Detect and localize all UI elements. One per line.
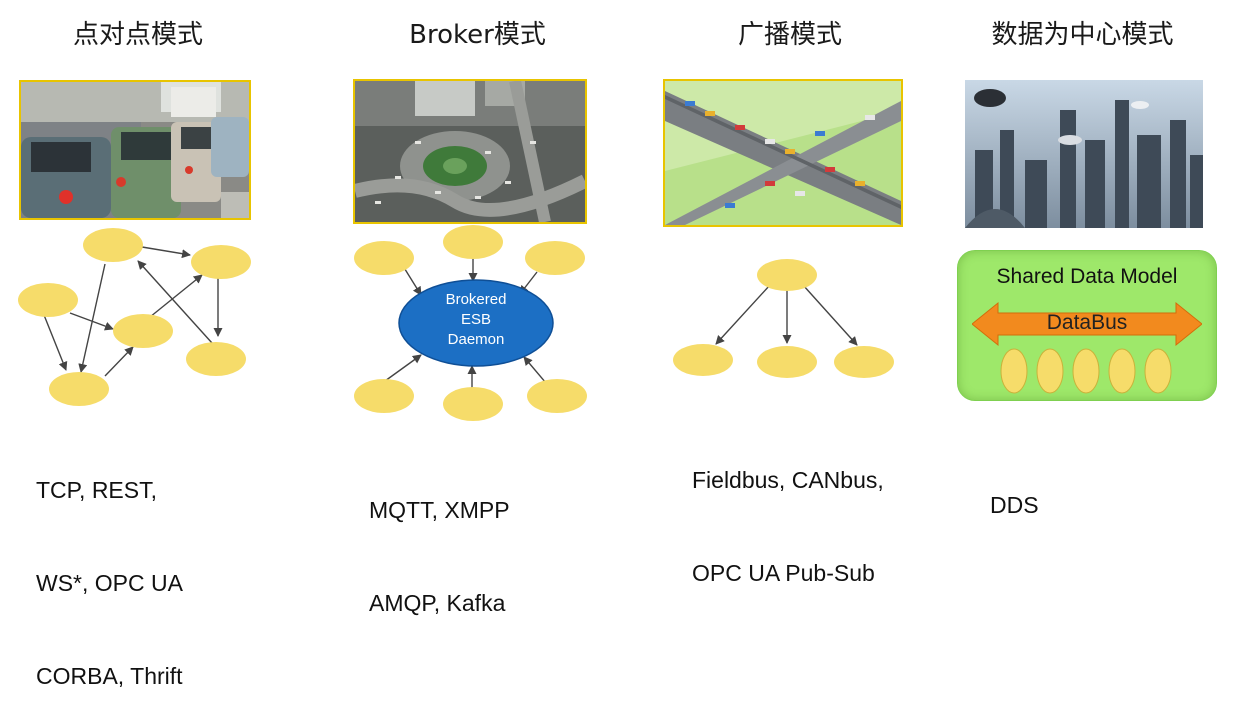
broker-hub-label: Brokered ESB Daemon <box>445 291 507 348</box>
dds-node <box>1000 348 1028 394</box>
broker-node <box>354 241 414 275</box>
title-p2p: 点对点模式 <box>72 20 203 50</box>
p2p-node <box>83 228 143 262</box>
p2p-node <box>186 342 246 376</box>
broadcast-node <box>834 346 894 378</box>
p2p-nodes <box>18 228 251 406</box>
broker-node <box>527 379 587 413</box>
dds-node <box>1036 348 1064 394</box>
broadcast-edges <box>715 284 858 346</box>
diagrams-canvas <box>18 225 894 421</box>
broker-node <box>354 379 414 413</box>
broker-node <box>443 387 503 421</box>
p2p-protocols: TCP, REST, WS*, OPC UA CORBA, Thrift <box>36 477 183 689</box>
databus-arrow <box>972 301 1202 347</box>
p2p-node <box>18 283 78 317</box>
photo-traffic-jam <box>19 80 251 220</box>
photo-roundabout <box>353 79 587 224</box>
broker-node <box>443 225 503 259</box>
databus-label: DataBus <box>1046 311 1128 334</box>
title-broadcast: 广播模式 <box>737 20 842 50</box>
broker-node <box>525 241 585 275</box>
dds-participants <box>1000 348 1172 394</box>
broker-nodes <box>354 225 587 421</box>
broadcast-nodes <box>673 259 894 378</box>
photo-future-city <box>965 80 1203 228</box>
dds-node <box>1072 348 1100 394</box>
title-data-centric: 数据为中心模式 <box>991 20 1174 50</box>
p2p-node <box>113 314 173 348</box>
title-broker: Broker模式 <box>409 20 546 50</box>
broadcast-node <box>673 344 733 376</box>
dds-node <box>1108 348 1136 394</box>
p2p-node <box>191 245 251 279</box>
p2p-node <box>49 372 109 406</box>
broadcast-protocols: Fieldbus, CANbus, OPC UA Pub-Sub <box>692 467 884 586</box>
p2p-edges <box>43 246 223 377</box>
broadcast-source-node <box>757 259 817 291</box>
data-centric-protocols: DDS <box>990 492 1039 518</box>
dds-node <box>1144 348 1172 394</box>
photo-overpass <box>663 79 903 227</box>
shared-data-model-box: Shared Data Model DataBus <box>957 250 1217 401</box>
broker-protocols: MQTT, XMPP AMQP, Kafka <box>369 497 510 616</box>
broker-hub <box>398 279 554 367</box>
broadcast-node <box>757 346 817 378</box>
shared-data-model-title: Shared Data Model <box>996 265 1178 288</box>
